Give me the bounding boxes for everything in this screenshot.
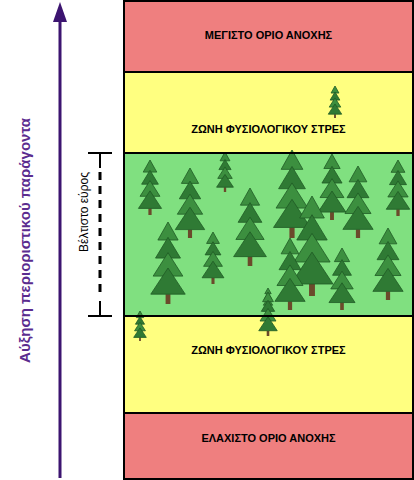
tree [138,160,161,215]
tree [175,168,204,238]
green-band-bg [123,153,414,316]
tree-trunk [289,227,294,238]
max-tolerance-band: ΜΕΓΙΣΤΟ ΟΡΙΟ ΑΝΟΧΗΣ [123,0,414,72]
optimum-bracket [88,153,112,316]
tree-trunk [166,294,171,304]
tree-trunk [148,208,151,215]
tree-crown [275,278,305,301]
band-label: ΜΕΓΙΣΤΟ ΟΡΙΟ ΑΝΟΧΗΣ [123,29,414,41]
tree-crown [386,191,410,209]
tree [234,188,267,266]
arrow-head [53,2,67,22]
band-label: ΖΩΝΗ ΦΥΣΙΟΛΟΓΙΚΟΥ ΣΤΡΕΣ [123,344,414,356]
tree-trunk [211,278,214,284]
tree-crown [151,268,185,294]
tree-crown [134,328,147,338]
stress-zone-band: ΖΩΝΗ ΦΥΣΙΟΛΟΓΙΚΟΥ ΣΤΡΕΣ [123,316,414,413]
tree-crown [138,191,161,209]
tree-trunk [330,212,334,220]
tree-crown [329,283,355,303]
tree-trunk [356,229,360,238]
tree [259,292,277,336]
red-band-bg [123,0,414,72]
tree [275,238,305,310]
tree-trunk [309,284,315,296]
tree-crown [373,268,403,291]
band-borders [123,1,414,479]
tree-trunk [224,187,226,192]
band-label: ΕΛΑΧΙΣΤΟ ΟΡΙΟ ΑΝΟΧΗΣ [123,432,414,444]
tree-trunk [267,331,270,336]
tree-crown [259,317,277,331]
increase-arrow [59,18,62,478]
tree-crown [234,232,267,257]
red-band-bg [123,413,414,480]
tree [386,160,410,216]
tree-trunk [396,209,399,216]
min-tolerance-band: ΕΛΑΧΙΣΤΟ ΟΡΙΟ ΑΝΟΧΗΣ [123,413,414,480]
tree [329,248,355,310]
tree [217,152,234,192]
tree-trunk [188,230,192,238]
tree-crown [217,174,234,187]
tree-crown [343,206,373,229]
tree [151,222,185,304]
tree-crown [175,207,204,229]
tree-trunk [334,114,336,118]
tree-trunk [139,337,141,341]
tree-trunk [248,257,253,266]
tree [274,150,311,238]
stress-zone-band: ΖΩΝΗ ΦΥΣΙΟΛΟΓΙΚΟΥ ΣΤΡΕΣ [123,72,414,153]
axis-label: Αύξηση περιοριστικού παράγοντα [16,5,33,475]
tree-trunk [288,301,292,310]
tree [343,166,373,238]
band-label: ΖΩΝΗ ΦΥΣΙΟΛΟΓΙΚΟΥ ΣΤΡΕΣ [123,123,414,135]
tree [328,86,341,118]
tree [373,228,403,300]
yellow-band-bg [123,316,414,413]
bracket-label: Βέλτιστο εύρος [77,170,91,254]
tree-crown [328,104,341,114]
tree-trunk [340,303,344,310]
tree-crown [318,191,346,212]
tree-crown [202,261,224,278]
tree [202,232,224,284]
tree [318,154,346,220]
tree-trunk [386,291,390,300]
yellow-band-bg [123,72,414,153]
